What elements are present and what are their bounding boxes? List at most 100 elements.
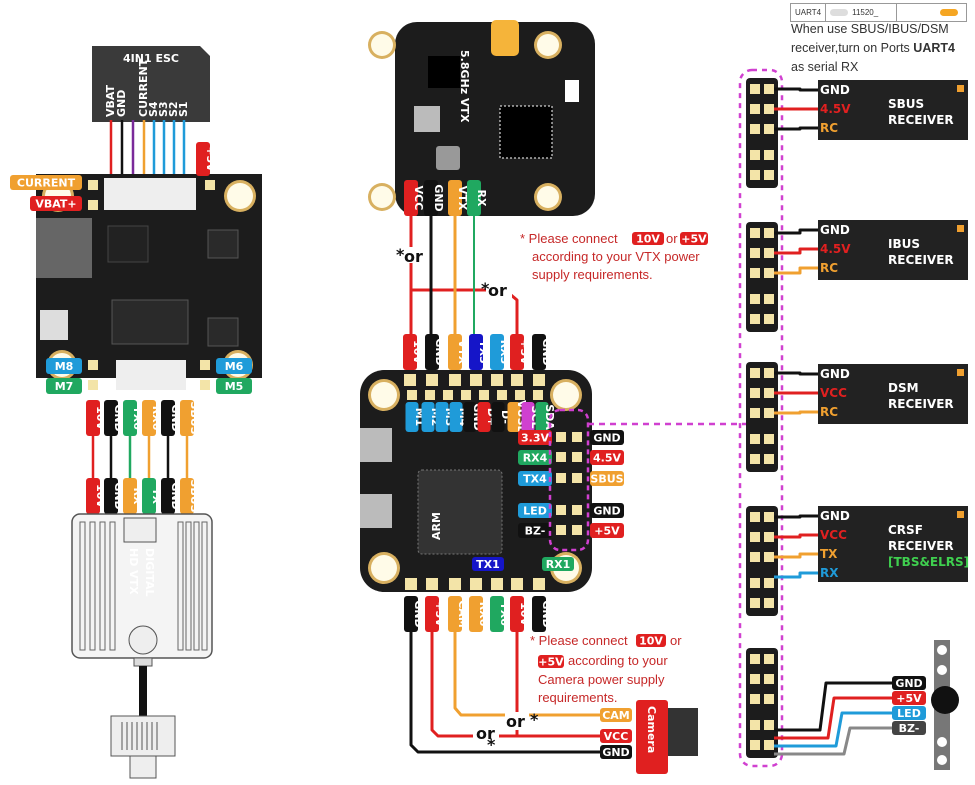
block-pad bbox=[750, 150, 760, 160]
receiver-ibus-box bbox=[818, 220, 968, 280]
block-pad bbox=[764, 654, 774, 664]
asterisk: * bbox=[487, 735, 496, 754]
fc-top-pin-+5v-bg bbox=[510, 334, 524, 370]
receiver-wire-rc bbox=[774, 410, 818, 415]
vtx-antenna-pad bbox=[491, 20, 519, 56]
msp-toggle[interactable] bbox=[830, 9, 849, 16]
left-fc-pin-tx6-bg bbox=[123, 400, 137, 436]
fc-right-pin-rx4: RX4 bbox=[518, 450, 552, 465]
block-pad bbox=[764, 674, 774, 684]
left-fc-body bbox=[36, 174, 262, 378]
vbat-tag-text: VBAT+ bbox=[35, 198, 76, 211]
vtx-pin-rx: RX bbox=[467, 180, 488, 216]
fc-bottom-pin-cam-bg bbox=[448, 596, 462, 632]
fc-right-pin-tx4-text: TX4 bbox=[523, 473, 547, 486]
fc-inner-pad bbox=[497, 390, 507, 400]
uart-config-row: UART4 11520_ bbox=[790, 3, 967, 22]
cam-or-2: or bbox=[506, 712, 525, 731]
fc-outer-pin-gnd-text: GND bbox=[593, 432, 620, 445]
receiver-pin-rc: RC bbox=[820, 121, 838, 135]
fc-outer-pin-gnd-bg bbox=[590, 503, 624, 518]
left-fc-hole-tr bbox=[227, 183, 253, 209]
antenna-cable bbox=[139, 666, 147, 716]
block-pad bbox=[764, 694, 774, 704]
fc-bottom-pad bbox=[405, 578, 417, 590]
receiver-protocol: [TBS&ELRS] bbox=[888, 555, 969, 569]
baro-chip bbox=[207, 317, 239, 347]
receiver-pin-gnd: GND bbox=[820, 367, 850, 381]
baud-rate: 11520_ bbox=[852, 8, 879, 17]
fc-inner-pin-gnd-bg bbox=[463, 402, 477, 432]
fc-top-pin-+5v-text: +5V bbox=[518, 339, 531, 365]
block-pad bbox=[750, 388, 760, 398]
vtx-pin-vcc: VCC bbox=[404, 180, 425, 216]
buzzer-pin-led: LED bbox=[892, 706, 926, 720]
fc-inner-pad bbox=[461, 390, 471, 400]
vtx-pin-vtx-text: VTX bbox=[456, 186, 469, 211]
block-pad bbox=[750, 268, 760, 278]
fc-tx1-tag: TX1 bbox=[472, 557, 504, 571]
vtx-note-10v: 10V bbox=[632, 232, 664, 246]
receiver-pin-gnd: GND bbox=[820, 83, 850, 97]
esc-wire-label-1: GND bbox=[115, 90, 128, 117]
left-fc-pin-gnd-text: GND bbox=[169, 404, 182, 431]
receiver-wire-gnd bbox=[774, 228, 818, 235]
fc-bottom-pad bbox=[533, 578, 545, 590]
left-fc-pin-10v-bg bbox=[86, 400, 100, 436]
esc-title: 4IN1 ESC bbox=[123, 52, 179, 65]
fc-top-pad bbox=[470, 374, 482, 386]
cam-5v-wire bbox=[430, 632, 632, 738]
buzzer-pin-bz--bg bbox=[892, 721, 926, 735]
fc-bottom-pin-gnd-text: GND bbox=[540, 600, 553, 627]
serial-rx-toggle[interactable] bbox=[940, 9, 958, 16]
fc-inner-pin-m4-bg bbox=[449, 402, 463, 432]
fc-top-pin-rx3-text: RX3 bbox=[498, 340, 511, 365]
m7-pad bbox=[88, 380, 98, 390]
vtx-pin-gnd: GND bbox=[424, 180, 445, 216]
receiver-pin-rc: RC bbox=[820, 261, 838, 275]
vtx-note-5v: +5V bbox=[680, 232, 708, 246]
led-hole bbox=[937, 737, 947, 747]
cam-note-line2: according to your bbox=[568, 653, 668, 668]
fc-right-pin-3.3v-text: 3.3V bbox=[521, 432, 549, 445]
led-hole bbox=[937, 665, 947, 675]
fc-top-pin-tx3-text: TX3 bbox=[477, 340, 490, 364]
block-pad bbox=[750, 598, 760, 608]
current-tag-text: CURRENT bbox=[17, 177, 76, 190]
fc-bottom-pin-gnd: GND bbox=[532, 596, 553, 632]
vtx-or-2: or bbox=[488, 281, 507, 300]
receiver-pin-4.5v: 4.5V bbox=[820, 242, 851, 256]
fc-bottom-pin-rx6-bg bbox=[469, 596, 483, 632]
receiver-name: SBUS bbox=[888, 97, 924, 111]
receiver-pin-rc: RC bbox=[820, 405, 838, 419]
block-pad bbox=[764, 170, 774, 180]
receiver-pin-gnd: GND bbox=[820, 509, 850, 523]
fc-inner-pad bbox=[425, 390, 435, 400]
fc-hole-bl bbox=[371, 555, 397, 581]
asterisk: * bbox=[481, 279, 490, 298]
buzzer-pin-gnd-bg bbox=[892, 676, 926, 690]
vtx-or-1: or bbox=[404, 247, 423, 266]
plus5v-tag-text: +5V bbox=[204, 146, 217, 172]
fc-inner-pad bbox=[407, 390, 417, 400]
fc-right-pad-2 bbox=[572, 452, 582, 462]
left-fc-pin-gnd: GND bbox=[104, 400, 125, 436]
fc-right-pin-led: LED bbox=[518, 503, 552, 518]
receiver-pin-4.5v: 4.5V bbox=[820, 102, 851, 116]
fc-bottom-pad bbox=[449, 578, 461, 590]
left-fc-pin-gnd-text: GND bbox=[112, 404, 125, 431]
motor-m5-tag: M5 bbox=[216, 378, 252, 394]
mcu-chip bbox=[417, 469, 503, 555]
inductor-a bbox=[360, 428, 392, 462]
block-pad bbox=[750, 454, 760, 464]
fc-right-pad bbox=[556, 505, 566, 515]
fc-top-pin-gnd: GND bbox=[425, 334, 446, 370]
receiver-wire-tx bbox=[774, 552, 818, 559]
block-pad bbox=[750, 654, 760, 664]
fc-top-pin-10v: 10V bbox=[403, 334, 424, 370]
receiver-type: RECEIVER bbox=[888, 539, 954, 553]
buzzer-wire-bz- bbox=[774, 726, 892, 756]
buzzer-pin-led-bg bbox=[892, 706, 926, 720]
receiver-pin-tx: TX bbox=[820, 547, 838, 561]
vtx-note-5v-bg bbox=[680, 232, 708, 245]
